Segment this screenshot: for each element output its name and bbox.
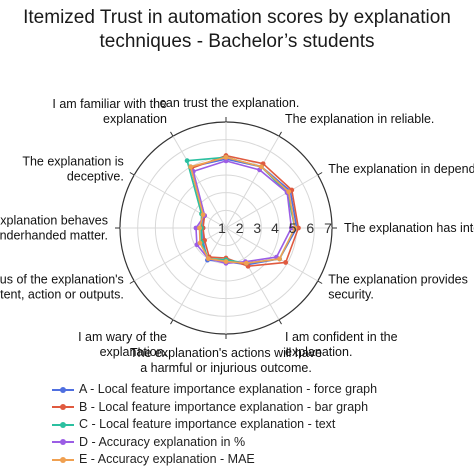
series-point-b-5 (283, 260, 289, 265)
outer-tick-11 (129, 172, 135, 176)
spoke-12 (172, 135, 227, 229)
axis-label-11-line-2: deceptive. (67, 170, 124, 184)
axis-label-7-line-1: The explanation's actions will have (130, 346, 322, 360)
spoke-6 (225, 227, 280, 321)
axis-label-1: I can trust the explanation. (153, 96, 300, 110)
series-point-e-7 (223, 259, 229, 264)
axis-label-9-line-1: I am suspicious of the explanation's (0, 273, 124, 287)
outer-tick-2 (278, 131, 282, 137)
series-point-e-5 (277, 256, 282, 262)
outer-tick-12 (170, 131, 174, 137)
spoke-3 (225, 174, 319, 229)
r-tick-label-4: 4 (271, 220, 279, 236)
chart-title: Itemized Trust in automation scores by e… (0, 6, 474, 54)
series-point-e-12 (188, 164, 194, 170)
radar-grid (115, 117, 337, 339)
spoke-2 (225, 135, 280, 229)
outer-tick-3 (317, 172, 323, 176)
axis-label-5-line-2: security. (328, 288, 374, 302)
series-point-e-3 (286, 189, 292, 195)
legend-swatch-a (52, 385, 74, 395)
r-tick-label-3: 3 (253, 220, 261, 236)
spoke-9 (133, 227, 227, 282)
axis-label-8-line-1: I am wary of the (78, 330, 167, 344)
series-point-e-1 (223, 154, 229, 160)
spoke-5 (225, 227, 319, 282)
axis-label-10: The explanation behavesin an underhanded… (0, 214, 108, 243)
legend-label-a: A - Local feature importance explanation… (79, 382, 378, 396)
axis-label-3-line-1: The explanation in dependable. (328, 162, 474, 176)
series-point-d-4 (288, 225, 294, 231)
r-tick-label-7: 7 (324, 220, 332, 236)
series-point-e-8 (205, 256, 211, 261)
legend-item-d[interactable]: D - Accuracy explanation in % (52, 434, 472, 452)
series-point-e-6 (243, 260, 249, 266)
outer-tick-6 (278, 319, 282, 325)
chart-title-line-1: Itemized Trust in automation scores by e… (23, 7, 451, 28)
axis-label-5-line-1: The explanation provides (328, 273, 468, 287)
series-point-b-4 (296, 225, 301, 231)
series-line-b (190, 154, 300, 268)
legend-item-b[interactable]: B - Local feature importance explanation… (52, 399, 472, 417)
series-point-e-2 (258, 164, 264, 170)
legend-label-c: C - Local feature importance explanation… (79, 417, 336, 431)
series-point-e-11 (200, 212, 206, 218)
legend-label-e: E - Accuracy explanation - MAE (79, 452, 255, 466)
r-tick-label-5: 5 (289, 220, 297, 236)
chart-title-line-2: techniques - Bachelor’s students (99, 31, 375, 52)
legend-swatch-d (52, 437, 74, 447)
axis-label-10-line-1: The explanation behaves (0, 214, 108, 228)
legend-label-b: B - Local feature importance explanation… (79, 399, 369, 414)
axis-label-8-line-2: explanation. (100, 345, 167, 359)
r-tick-label-2: 2 (236, 220, 244, 236)
axis-label-12-line-2: explanation (103, 112, 167, 126)
spoke-11 (133, 174, 227, 229)
r-tick-label-1: 1 (218, 220, 226, 236)
axis-label-3: The explanation in dependable. (328, 162, 474, 176)
series-point-c-12 (184, 158, 190, 164)
legend-swatch-e (52, 455, 74, 465)
series-point-d-1 (223, 158, 229, 164)
legend-item-a[interactable]: A - Local feature importance explanation… (52, 381, 472, 399)
outer-tick-9 (129, 280, 135, 284)
axis-label-2: The explanation in reliable. (285, 112, 434, 126)
series-point-e-4 (292, 225, 298, 231)
series-e (188, 154, 298, 266)
legend-swatch-b (52, 402, 74, 412)
series-point-e-9 (197, 240, 203, 246)
axis-label-9: I am suspicious of the explanation'sinte… (0, 273, 124, 302)
legend: A - Local feature importance explanation… (52, 381, 472, 469)
series-point-e-10 (197, 225, 202, 231)
axis-label-6-line-2: explanation. (285, 345, 352, 359)
series-point-d-10 (193, 225, 199, 231)
axis-label-7-line-2: a harmful or injurious outcome. (140, 361, 312, 375)
axis-label-11-line-1: The explanation is (22, 155, 123, 169)
axis-label-4: The explanation has integrity. (344, 221, 474, 235)
axis-label-12-line-1: I am familiar with the (52, 97, 167, 111)
axis-label-2-line-1: The explanation in reliable. (285, 112, 434, 126)
spoke-8 (172, 227, 227, 321)
legend-label-d: D - Accuracy explanation in % (79, 434, 246, 449)
axis-label-6-line-1: I am confident in the (285, 330, 398, 344)
outer-tick-8 (170, 319, 174, 325)
axis-label-10-line-2: in an underhanded matter. (0, 229, 108, 243)
legend-swatch-c (52, 420, 74, 430)
r-tick-label-6: 6 (306, 220, 314, 236)
axis-label-9-line-2: intent, action or outputs. (0, 288, 124, 302)
axis-label-4-line-1: The explanation has integrity. (344, 221, 474, 235)
axis-label-1-line-1: I can trust the explanation. (153, 96, 300, 110)
outer-tick-5 (317, 280, 323, 284)
legend-item-e[interactable]: E - Accuracy explanation - MAE (52, 451, 472, 469)
legend-item-c[interactable]: C - Local feature importance explanation… (52, 416, 472, 434)
